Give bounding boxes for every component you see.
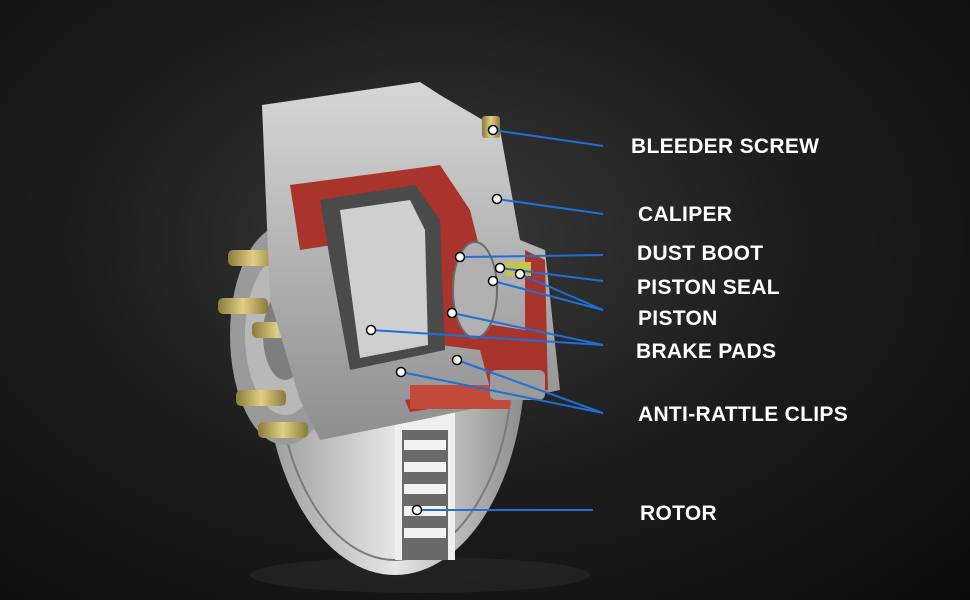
label-anti-rattle-clips: ANTI-RATTLE CLIPS (638, 403, 849, 426)
label-dust-boot: DUST BOOT (637, 242, 764, 265)
dot-piston-a (514, 268, 526, 280)
dot-brake-pads-b (446, 307, 458, 319)
leader-piston-b (492, 280, 604, 311)
dot-brake-pads-a (365, 324, 377, 336)
dot-dust-boot (454, 251, 466, 263)
leader-piston-a (519, 273, 604, 311)
anchor-dots (365, 124, 526, 516)
dot-anti-rattle-b (451, 354, 463, 366)
floor-reflection (250, 557, 590, 593)
leader-anti-rattle-a (400, 371, 604, 414)
label-bleeder-screw: BLEEDER SCREW (631, 135, 820, 158)
label-caliper: CALIPER (638, 203, 733, 226)
dot-bleeder-screw (487, 124, 499, 136)
dot-piston-seal (494, 262, 506, 274)
caliper-body (262, 82, 560, 440)
leader-dust-boot (459, 254, 604, 258)
leader-brake-pads-b (451, 312, 604, 346)
label-piston: PISTON (638, 307, 718, 330)
dot-caliper (491, 193, 503, 205)
dot-anti-rattle-a (395, 366, 407, 378)
leader-caliper (496, 198, 604, 215)
leader-lines (370, 129, 604, 511)
leader-brake-pads-a (370, 329, 604, 346)
leader-anti-rattle-b (456, 359, 604, 414)
label-piston-seal: PISTON SEAL (637, 276, 780, 299)
leader-bleeder-screw (492, 129, 604, 147)
label-brake-pads: BRAKE PADS (636, 340, 777, 363)
dot-rotor (411, 504, 423, 516)
dot-piston-b (487, 275, 499, 287)
label-rotor: ROTOR (640, 502, 717, 525)
